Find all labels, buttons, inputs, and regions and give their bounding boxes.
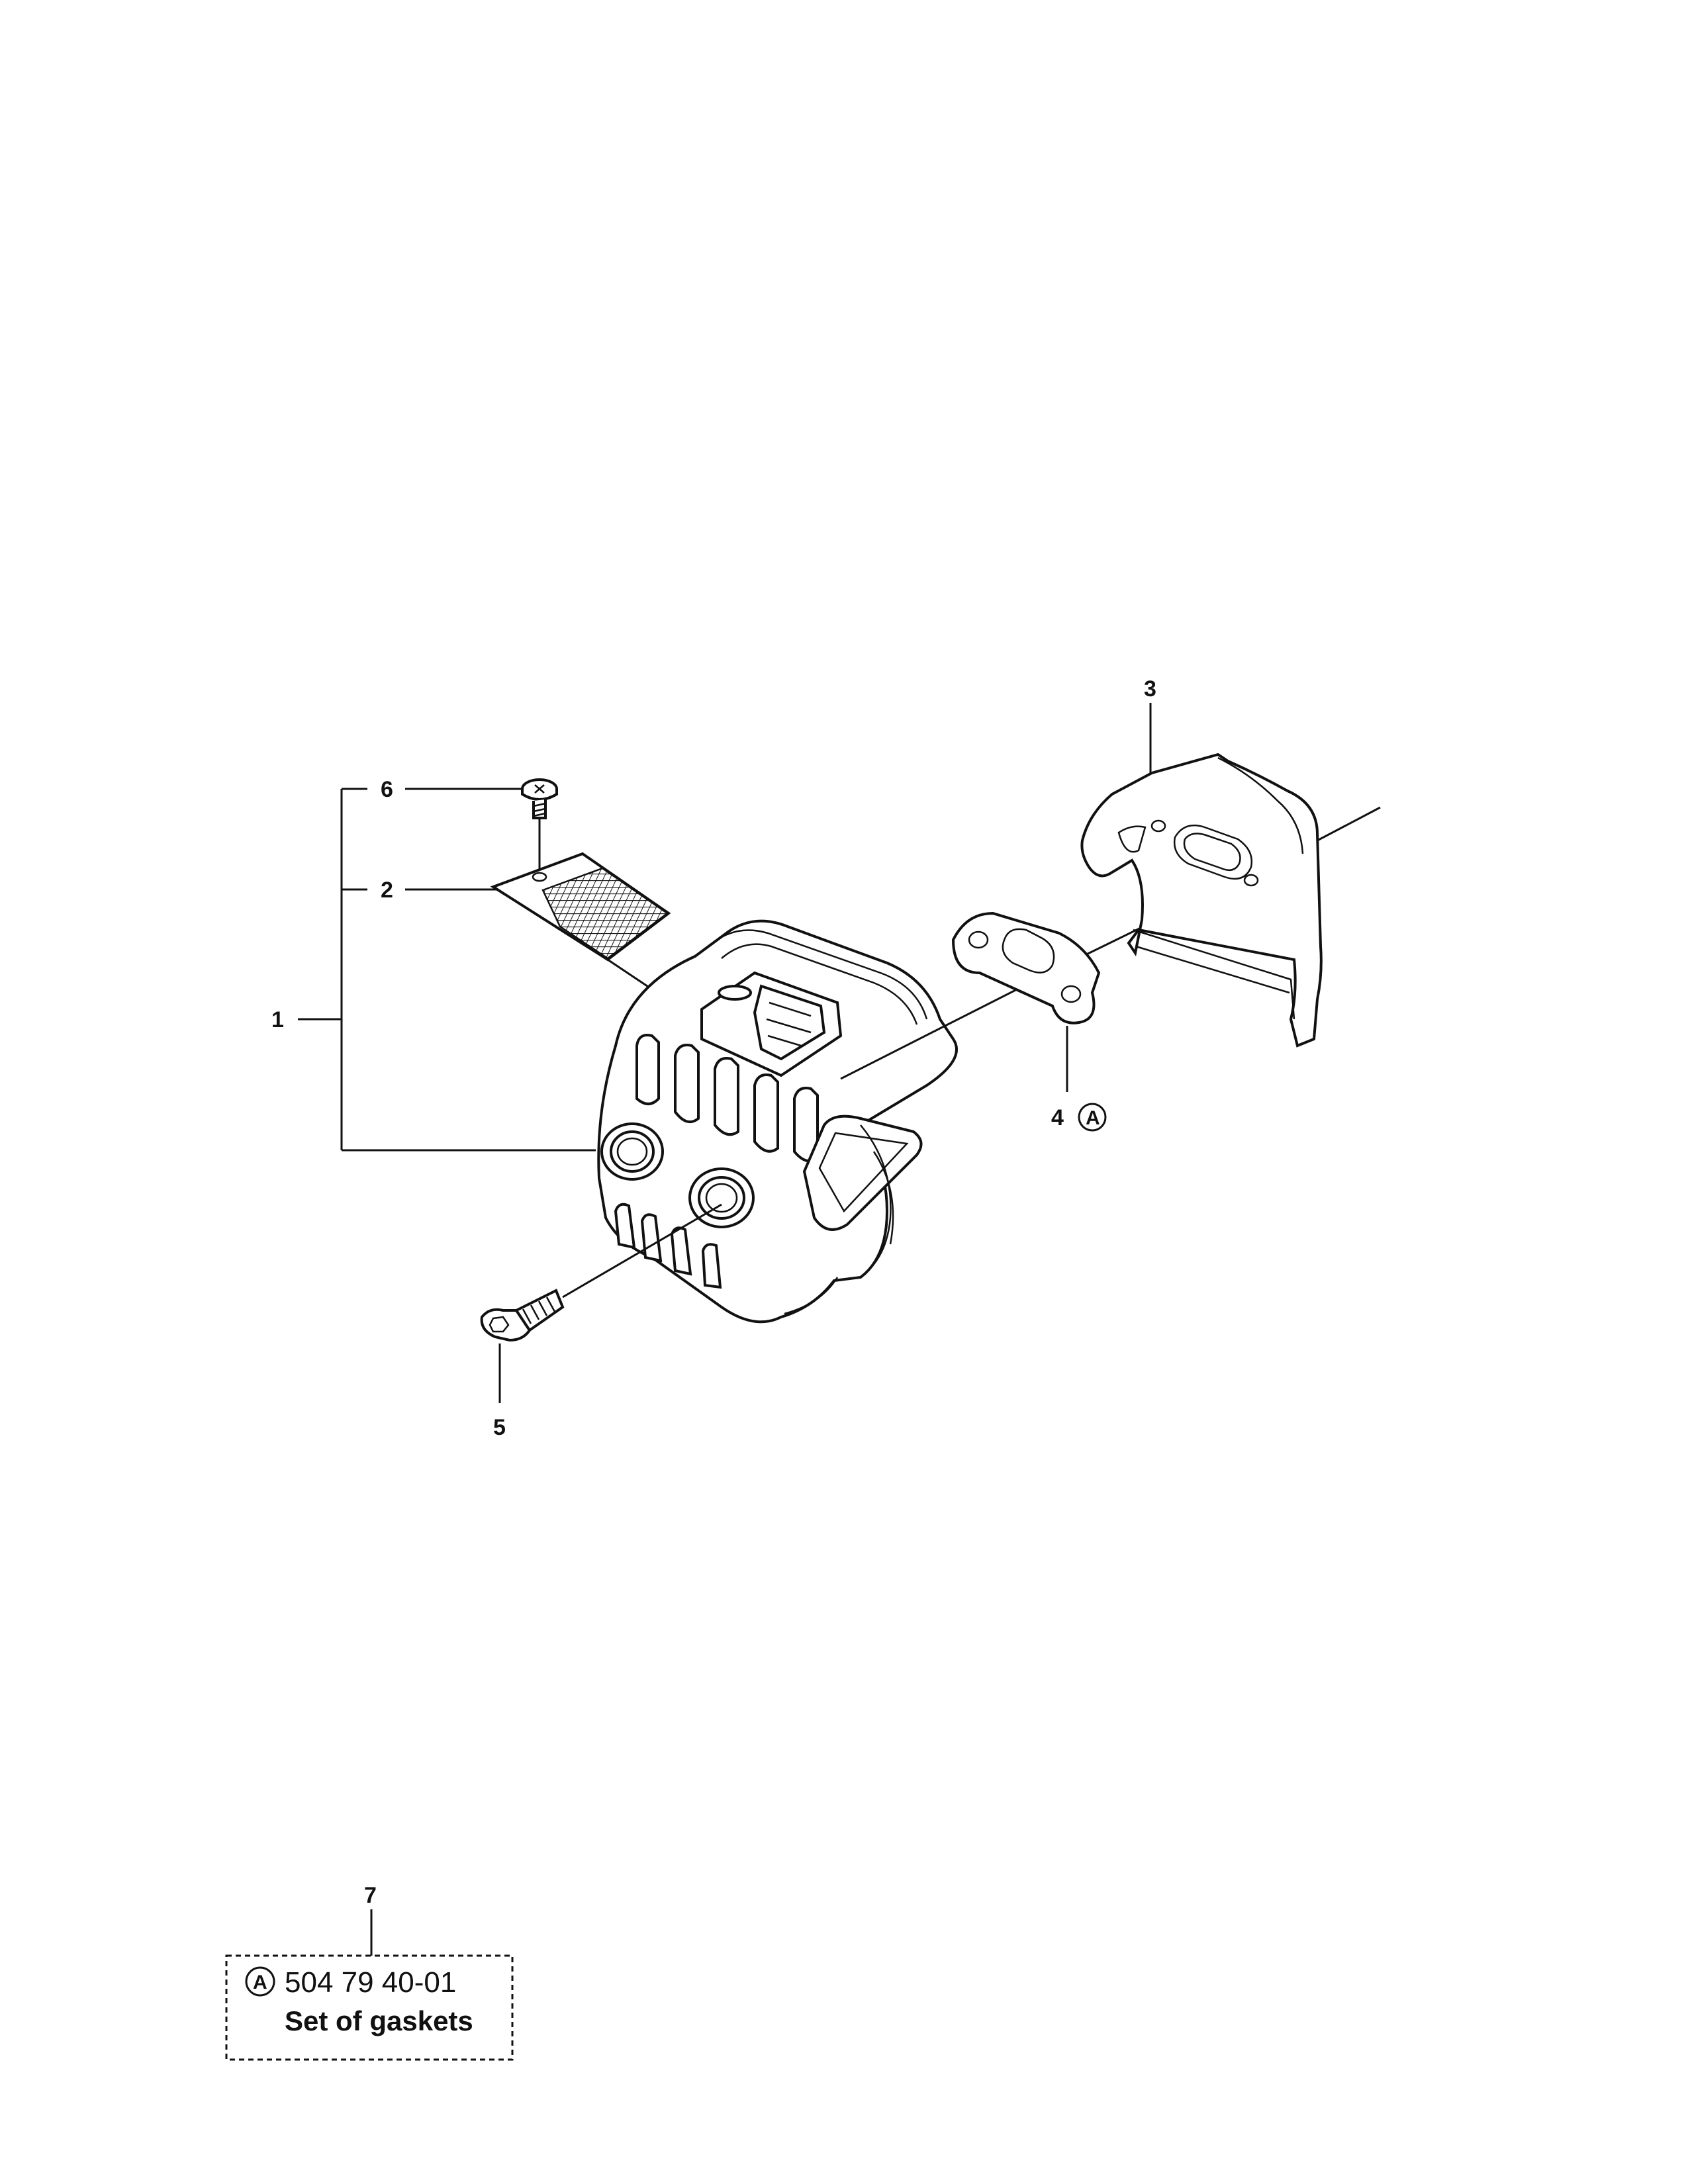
- callout-4-circle: [1078, 1103, 1107, 1132]
- callout-4-label: 4: [1051, 1105, 1064, 1130]
- callout-1-label: 1: [271, 1007, 284, 1032]
- callout-5-label: 5: [493, 1415, 506, 1440]
- gasket-4: [951, 911, 1101, 1024]
- kit-part-number: 504 79 40-01: [285, 1966, 456, 1999]
- heat-shield-3: [1080, 752, 1323, 1048]
- callout-6-label: 6: [381, 777, 393, 802]
- callout-2-label: 2: [381, 878, 393, 903]
- callout-3-label: 3: [1144, 676, 1156, 702]
- bolt-axis: [562, 1203, 722, 1298]
- callout-1-bracket: [298, 788, 596, 1152]
- heat-shield-axis: [1317, 806, 1381, 842]
- muffler-body-1: [597, 919, 958, 1324]
- kit-box: [225, 1954, 514, 2061]
- kit-marker-circle: [245, 1966, 275, 1997]
- spark-screen-2: [490, 852, 671, 962]
- callout-4-marker: A: [1086, 1107, 1100, 1129]
- screw-6-icon: [521, 778, 558, 819]
- callout-7-label: 7: [364, 1883, 377, 1908]
- bolt-5-icon: [480, 1289, 565, 1342]
- kit-description: Set of gaskets: [285, 2005, 473, 2036]
- kit-marker: A: [253, 1972, 267, 1993]
